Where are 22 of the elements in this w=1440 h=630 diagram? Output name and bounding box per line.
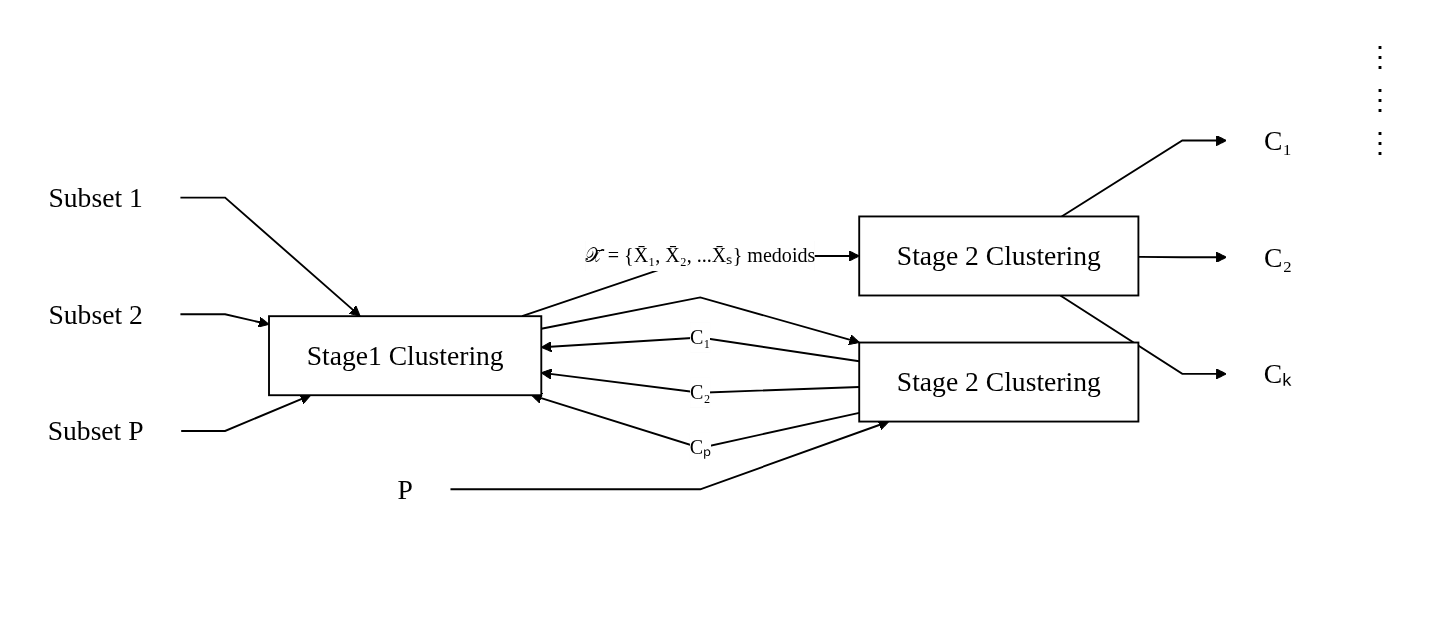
node-text: P <box>397 473 413 506</box>
arrow <box>179 196 361 317</box>
arrow <box>179 313 270 328</box>
node-box: Stage1 Clustering <box>268 315 543 397</box>
edge-label: C₁ <box>690 326 711 348</box>
node-box: Stage 2 Clustering <box>858 215 1140 297</box>
node-text: Cₖ <box>1263 358 1293 390</box>
node-text: C₂ <box>1264 241 1293 273</box>
arrow <box>1060 135 1227 218</box>
ellipsis-mark: ⋮ <box>1366 40 1394 73</box>
node-text: Subset 1 <box>48 182 143 214</box>
edge-label: C₂ <box>690 381 711 403</box>
arrow <box>180 394 312 432</box>
ellipsis-mark: ⋮ <box>1366 126 1394 159</box>
arrow <box>1059 294 1227 380</box>
node-box: Stage 2 Clustering <box>858 341 1140 423</box>
edge-label: Cₚ <box>689 436 711 459</box>
ellipsis-mark: ⋮ <box>1366 83 1394 116</box>
edge-label: 𝒳̄ = {X̄₁, X̄₂, ...X̄ₛ} medoids <box>585 244 816 267</box>
node-text: Subset P <box>47 415 144 447</box>
node-text: C₁ <box>1264 124 1293 157</box>
node-text: Subset 2 <box>48 298 143 331</box>
